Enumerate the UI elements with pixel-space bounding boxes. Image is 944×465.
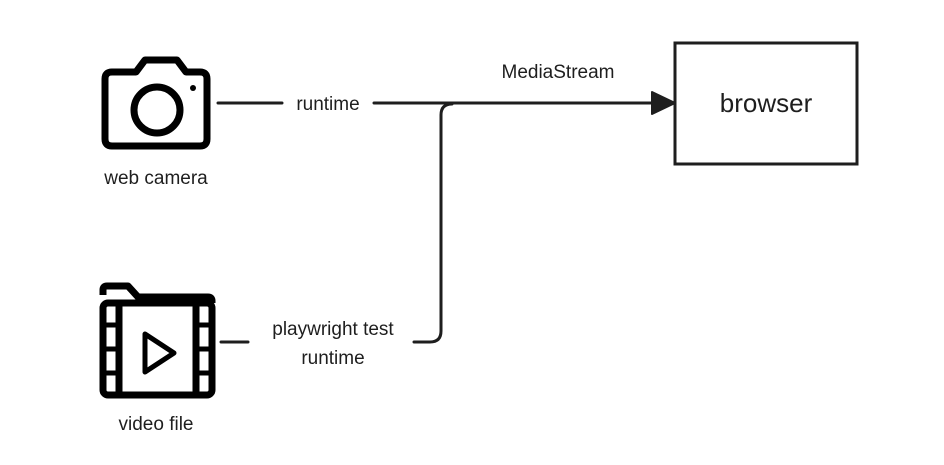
video-connector [219,102,454,344]
arrowhead-icon [651,91,676,115]
video-file-label: video file [119,414,194,435]
browser-node: browser [673,41,859,166]
browser-label: browser [720,88,813,118]
playwright-runtime-label: runtime [301,348,364,369]
camera-icon [101,56,211,150]
mediastream-label: MediaStream [502,62,615,83]
playwright-test-label: playwright test [272,319,394,340]
browser-box [673,41,859,166]
runtime-label: runtime [296,94,359,115]
video-file-icon [99,282,216,399]
web-camera-label: web camera [103,168,208,189]
